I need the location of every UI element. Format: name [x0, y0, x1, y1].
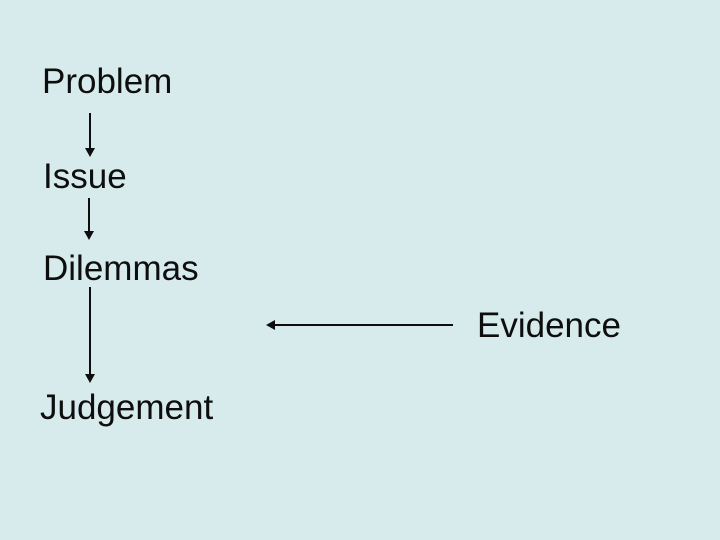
node-evidence: Evidence — [477, 306, 621, 345]
node-issue: Issue — [43, 157, 127, 196]
down-arrowhead-icon — [84, 231, 94, 240]
node-judgement: Judgement — [40, 388, 214, 427]
down-arrow-issue-to-dilemmas — [83, 198, 95, 240]
left-arrowhead-icon — [266, 320, 275, 330]
left-arrow-evidence-to-flow — [266, 319, 453, 331]
node-dilemmas: Dilemmas — [43, 249, 199, 288]
down-arrowhead-icon — [85, 148, 95, 157]
down-arrow-problem-to-issue — [84, 113, 96, 157]
down-arrowhead-icon — [85, 374, 95, 383]
down-arrow-dilemmas-to-judgement — [84, 287, 96, 383]
arrow-shaft — [88, 198, 90, 231]
arrow-shaft — [89, 287, 91, 374]
node-problem: Problem — [42, 62, 173, 101]
arrow-shaft — [89, 113, 91, 148]
arrow-shaft — [275, 324, 453, 326]
